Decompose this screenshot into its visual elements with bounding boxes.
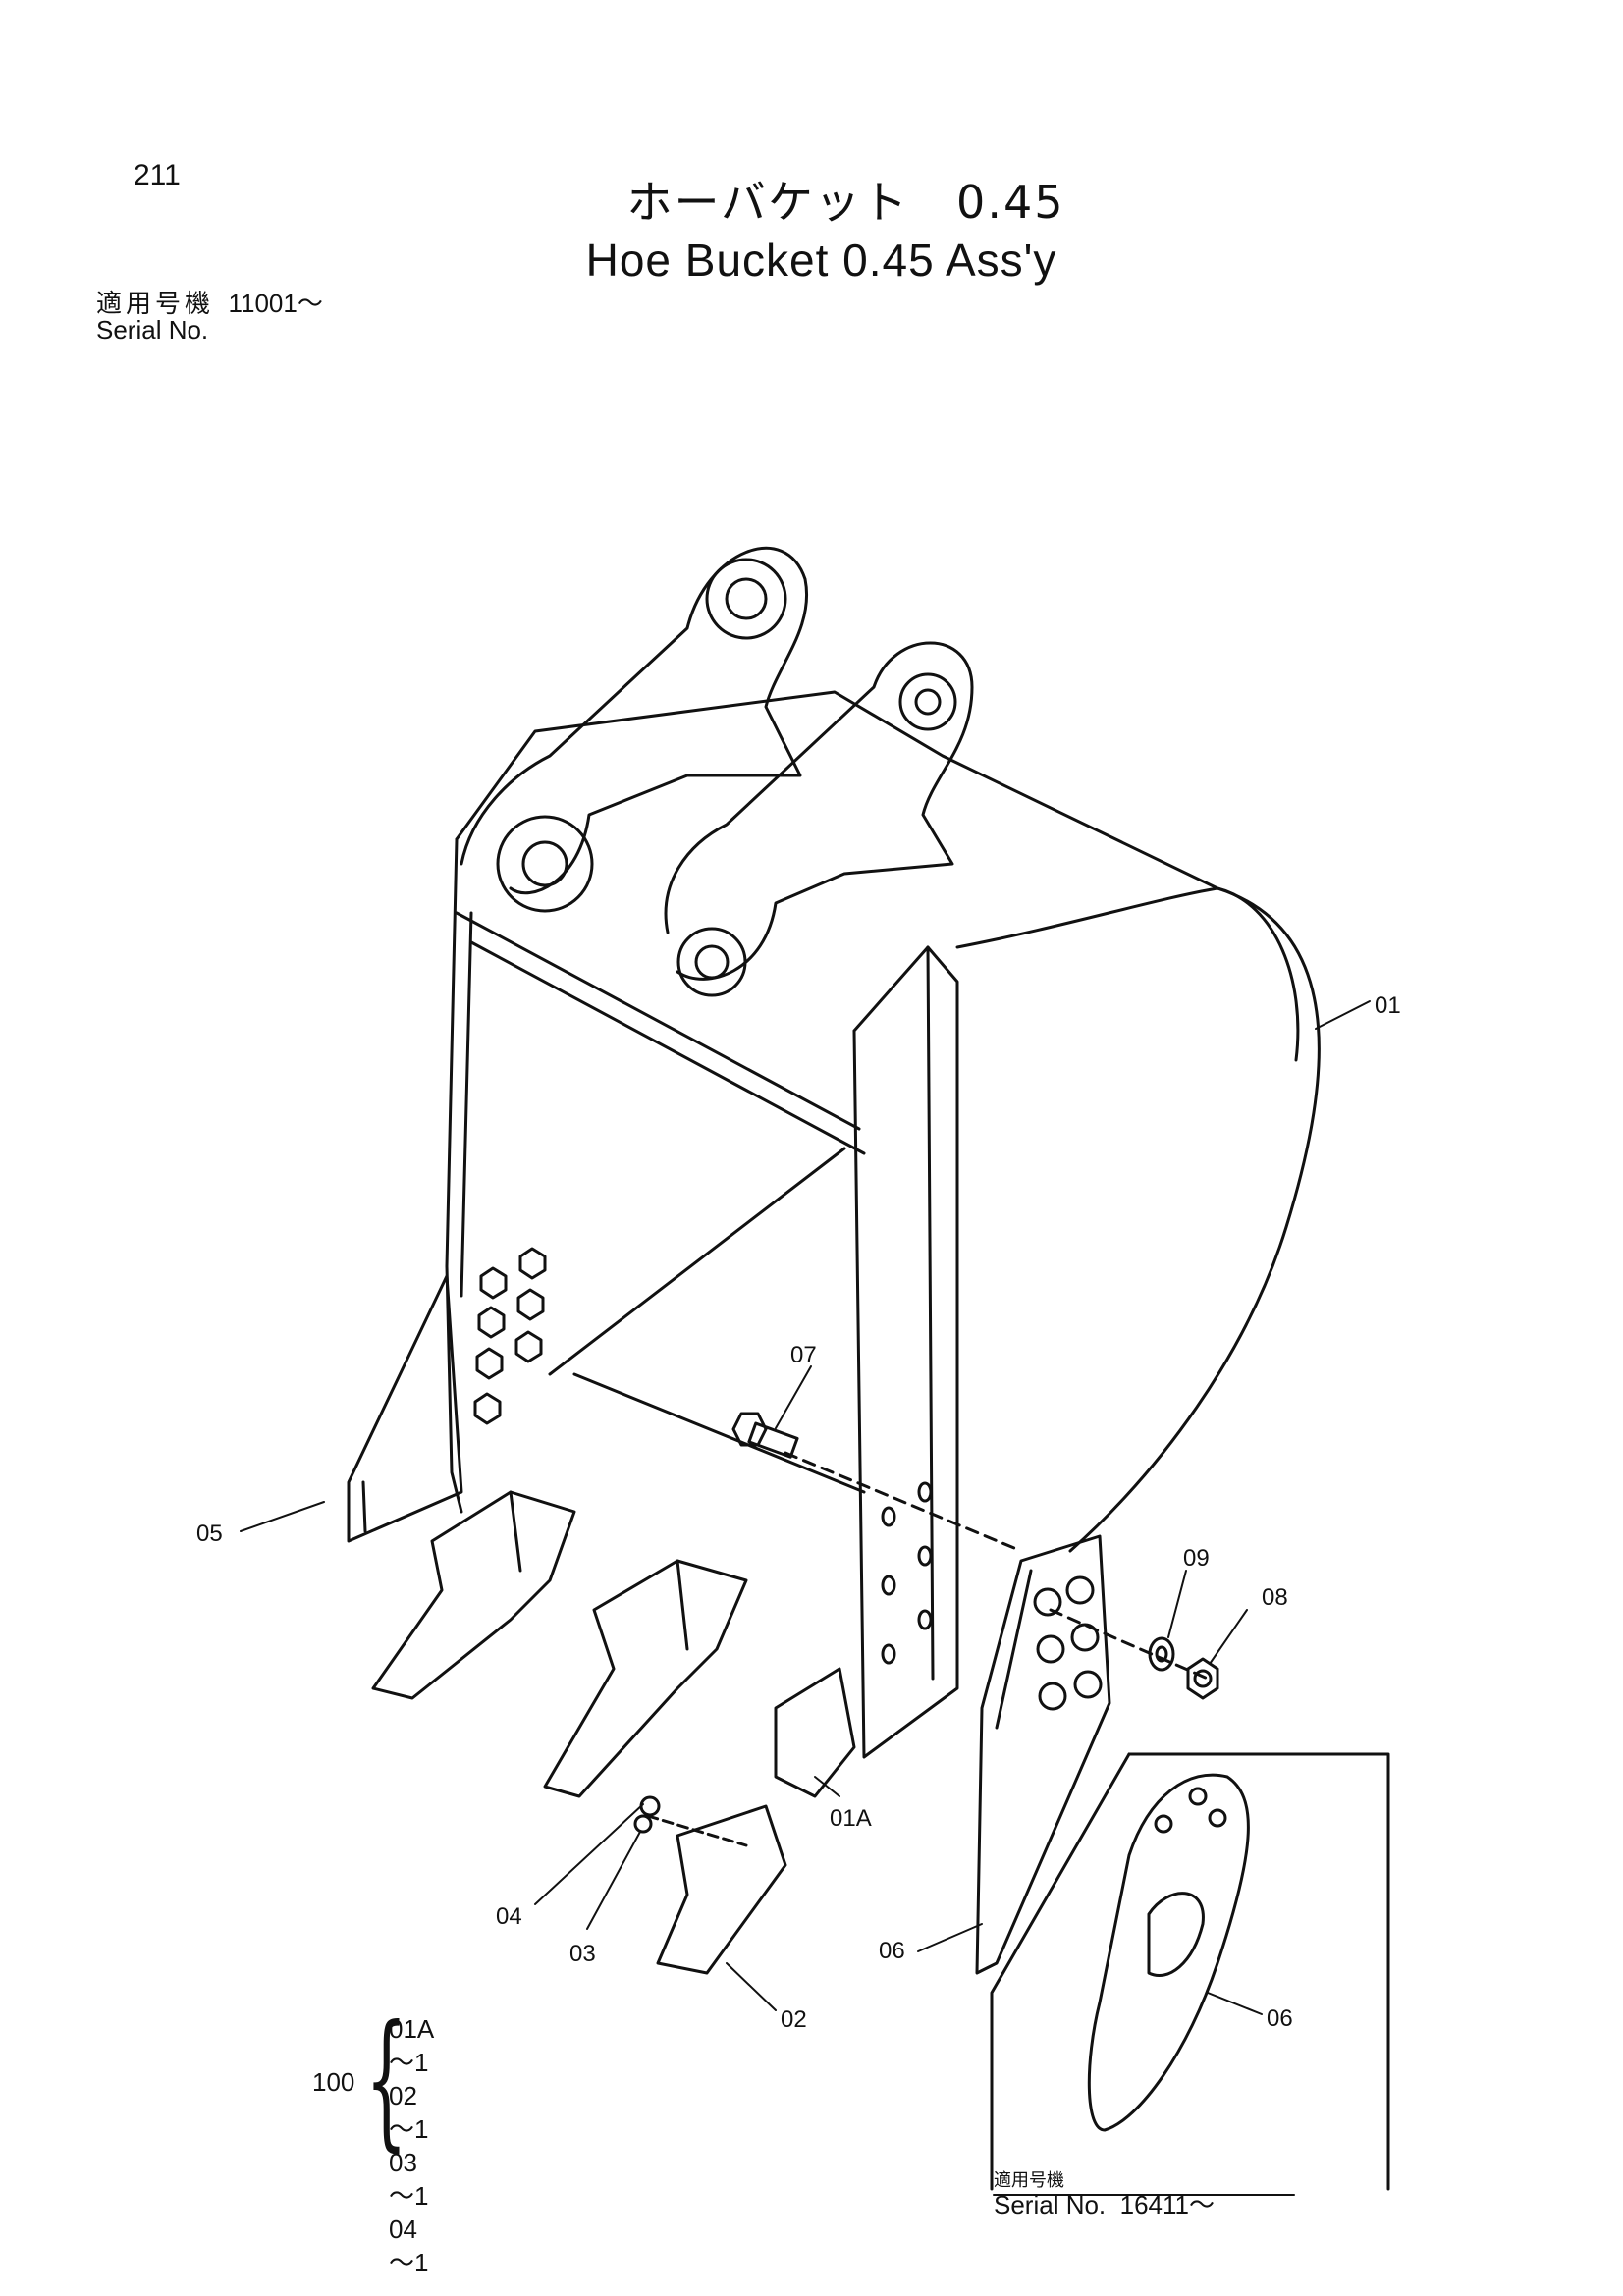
callout-03: 03	[569, 1941, 596, 1967]
bucket-left-plate	[445, 837, 463, 1514]
inset-serial-label-jp: 適用号機	[994, 2170, 1064, 2191]
bucket-curved-back	[955, 886, 1321, 1553]
bucket-top-edge	[455, 690, 1219, 890]
teeth	[371, 1490, 856, 1975]
serial-label-en: Serial No.	[96, 315, 209, 345]
callout-05: 05	[196, 1521, 223, 1547]
bucket-brackets	[460, 546, 974, 997]
kit-item: 01A ～1	[389, 2014, 433, 2077]
callout-02: 02	[781, 2006, 807, 2033]
page-number: 211	[134, 159, 181, 191]
callout-01: 01	[1375, 992, 1401, 1019]
inset-frame	[990, 1752, 1390, 2191]
inset-serial-value: 16411～	[1119, 2190, 1215, 2219]
serial-value: 11001～	[228, 289, 323, 318]
kit-items: 01A ～1 02 ～1 03 ～1 04 ～1	[389, 2012, 443, 2279]
callout-04: 04	[496, 1903, 522, 1930]
serial-label-jp: 適用号機	[96, 290, 215, 319]
bolt-07	[731, 1412, 1023, 1553]
kit-item: 04 ～1	[389, 2215, 443, 2277]
bucket-right-plate	[852, 945, 959, 1759]
right-plate-holes	[881, 1481, 933, 1665]
kit-item: 03 ～1	[389, 2148, 443, 2211]
callout-09: 09	[1183, 1545, 1210, 1572]
callout-01A: 01A	[830, 1805, 872, 1832]
title-english: Hoe Bucket 0.45 Ass'y	[585, 235, 1057, 286]
side-cutter-right	[975, 1534, 1111, 1975]
inset-serial-label-en: Serial No.	[994, 2190, 1107, 2219]
inset-serial: 適用号機 Serial No. 16411～	[994, 2169, 1215, 2219]
left-side-bolts	[473, 1247, 547, 1425]
washer-nut	[1049, 1608, 1219, 1700]
kit-number: 100	[312, 2067, 355, 2097]
side-cutter-left	[347, 1274, 463, 1543]
title-japanese: ホーバケット 0.45	[626, 176, 1065, 229]
callouts: 01 05 07 09 08 01A 04 03 02 06 06	[196, 992, 1401, 2033]
applicable-serial: 適用号機 11001～ Serial No.	[96, 291, 323, 343]
kit-item: 02 ～1	[389, 2081, 443, 2144]
callout-06: 06	[879, 1938, 905, 1964]
callout-07: 07	[790, 1342, 817, 1368]
callout-06-inset: 06	[1267, 2005, 1293, 2032]
leader-lines	[240, 1000, 1371, 2196]
kit-brace: {	[365, 1995, 407, 2165]
inset-side-cutter	[1087, 1773, 1250, 2132]
callout-08: 08	[1262, 1584, 1288, 1611]
pin-lock	[633, 1795, 748, 1847]
